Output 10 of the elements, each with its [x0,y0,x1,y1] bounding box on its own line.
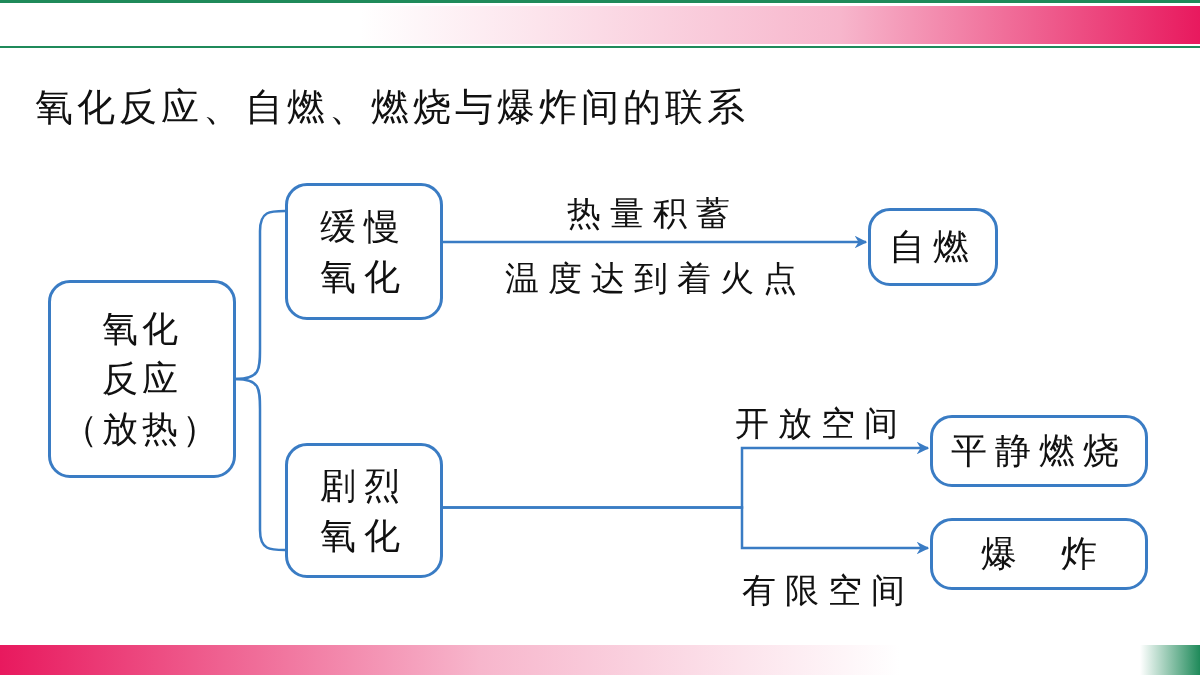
reaction-box: 氧化反应（放热） [48,280,236,478]
result-box: 平静燃烧 [930,415,1148,487]
arrow [443,506,930,555]
result-box: 爆炸 [930,518,1148,590]
brace-line [235,377,285,552]
result-box: 自燃 [868,208,998,286]
title: 氧化反应、自燃、燃烧与爆炸间的联系 [35,84,749,131]
process-box: 剧烈氧化 [285,443,443,578]
process-box: 缓慢氧化 [285,183,443,320]
arrow [443,235,868,249]
